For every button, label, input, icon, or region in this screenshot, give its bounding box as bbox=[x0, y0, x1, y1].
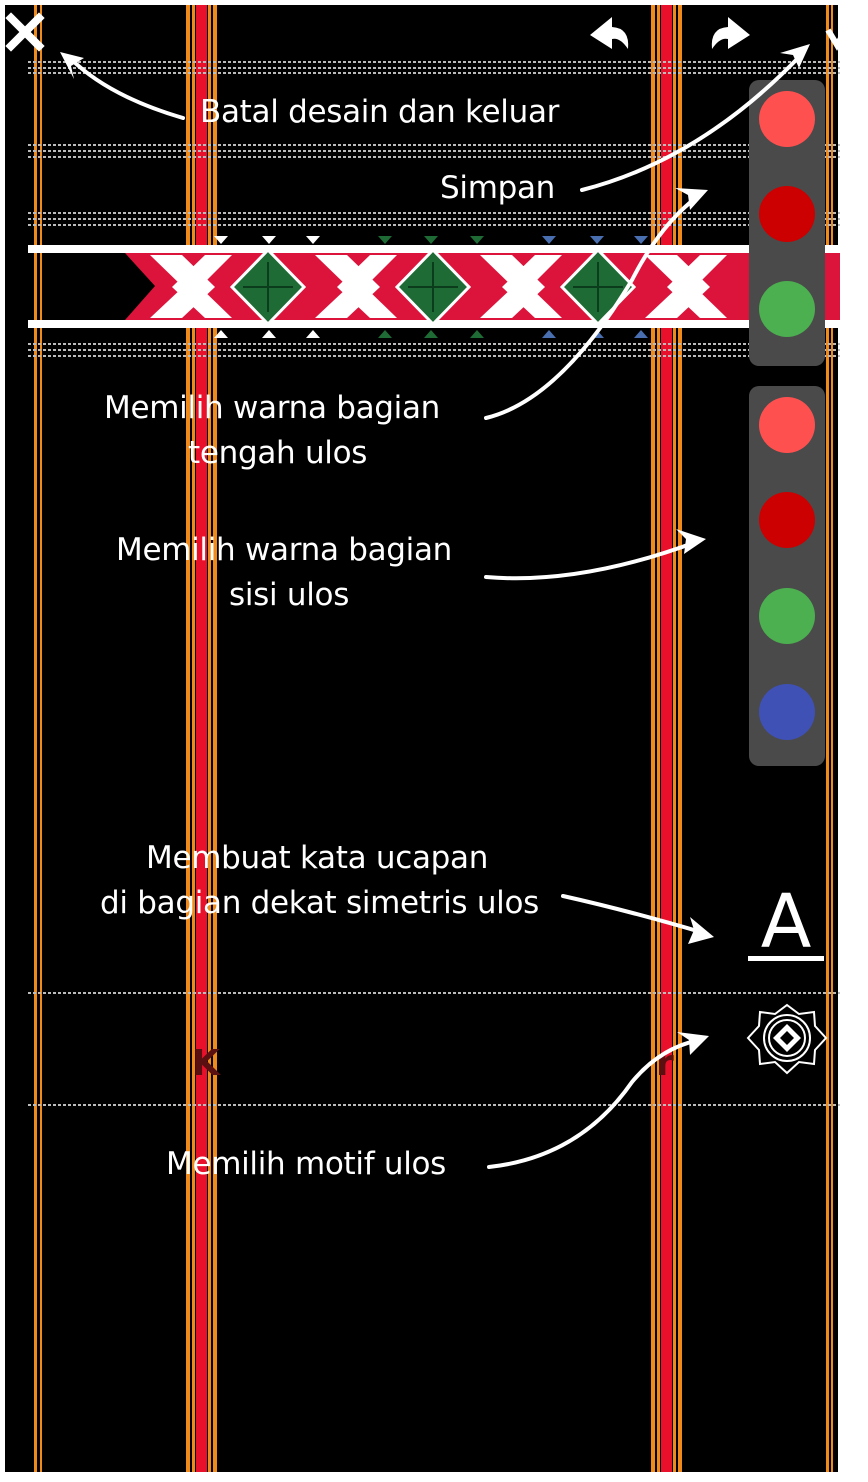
motif-flower-icon[interactable] bbox=[746, 1003, 828, 1075]
text-preview: K r bbox=[192, 1043, 674, 1084]
undo-icon[interactable] bbox=[590, 17, 629, 49]
annotation-center-color-1: Memilih warna bagian bbox=[104, 390, 441, 426]
annotation-text-2: di bagian dekat simetris ulos bbox=[100, 885, 539, 921]
side-color-swatch-2[interactable] bbox=[759, 492, 815, 548]
check-icon[interactable] bbox=[825, 7, 861, 51]
center-color-swatch-1[interactable] bbox=[759, 91, 815, 147]
arrowheads bbox=[60, 44, 810, 1055]
close-icon[interactable] bbox=[5, 12, 45, 52]
center-color-swatch-2[interactable] bbox=[759, 186, 815, 242]
svg-text:A: A bbox=[761, 879, 812, 965]
svg-text:K: K bbox=[192, 1043, 221, 1084]
svg-text:r: r bbox=[656, 1043, 674, 1084]
center-color-swatch-3[interactable] bbox=[759, 281, 815, 337]
stripe-left bbox=[186, 5, 217, 1472]
annotation-text-1: Membuat kata ucapan bbox=[146, 840, 489, 876]
side-color-panel bbox=[749, 386, 825, 766]
dotted-guides bbox=[28, 61, 840, 1106]
stripe-right bbox=[651, 5, 682, 1472]
annotation-cancel: Batal desain dan keluar bbox=[200, 94, 560, 130]
redo-icon[interactable] bbox=[711, 17, 750, 49]
annotation-center-color-2: tengah ulos bbox=[188, 435, 368, 471]
annotation-side-color-1: Memilih warna bagian bbox=[116, 532, 453, 568]
side-color-swatch-3[interactable] bbox=[759, 588, 815, 644]
annotation-motif: Memilih motif ulos bbox=[166, 1146, 447, 1182]
annotation-arrows bbox=[68, 54, 802, 1169]
side-stripes bbox=[34, 5, 833, 1472]
annotation-side-color-2: sisi ulos bbox=[229, 577, 350, 613]
side-color-swatch-1[interactable] bbox=[759, 397, 815, 453]
side-color-swatch-4[interactable] bbox=[759, 684, 815, 740]
annotation-save: Simpan bbox=[440, 170, 556, 206]
text-tool-icon[interactable]: A bbox=[748, 879, 824, 965]
